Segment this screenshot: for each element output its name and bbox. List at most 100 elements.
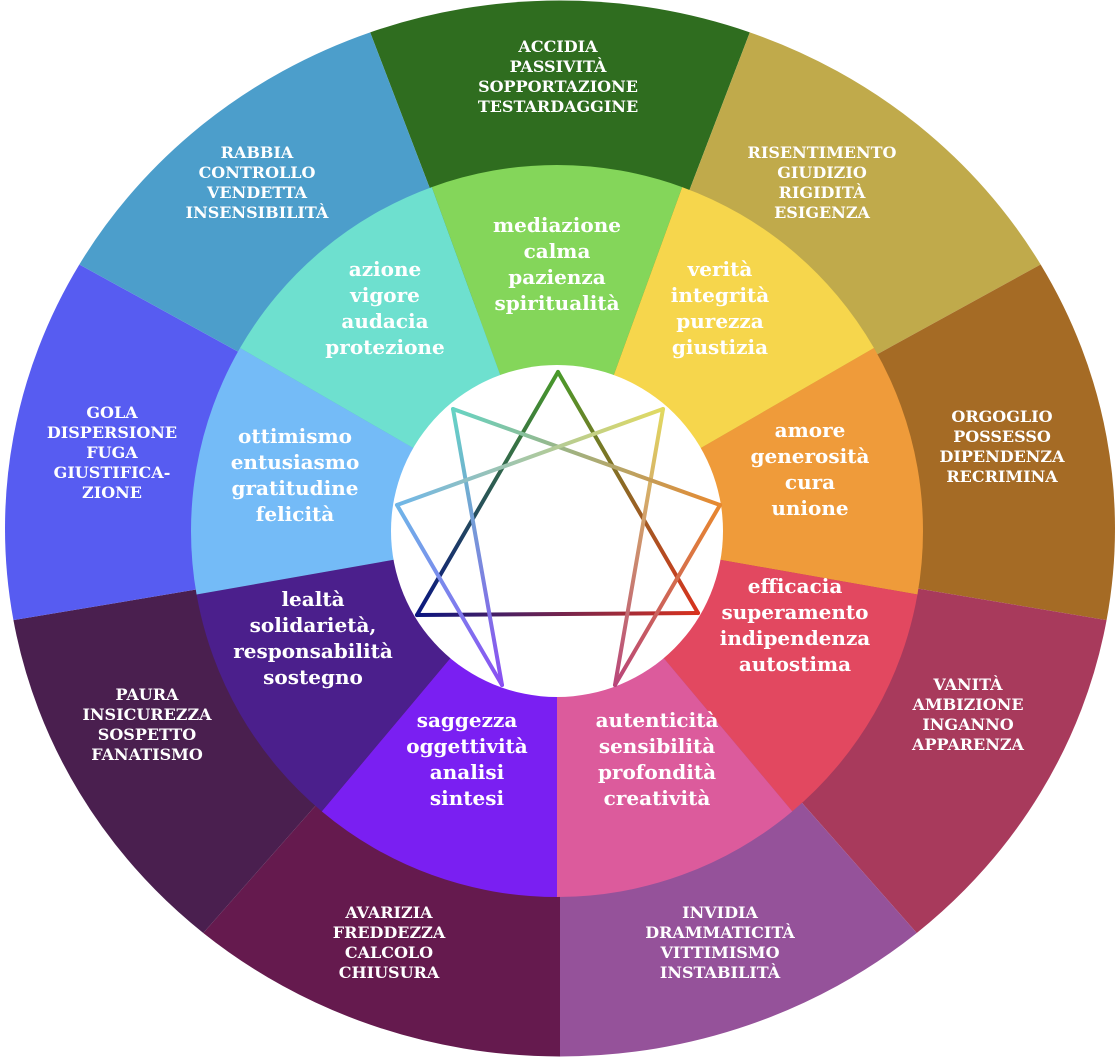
vice-label-line: POSSESSO [953,427,1051,446]
vice-label-line: FUGA [86,443,138,462]
virtue-label-line: azione [349,257,422,281]
virtue-label-line: protezione [325,335,444,359]
virtue-label-line: calma [524,239,591,263]
vice-label-line: VITTIMISMO [659,943,779,962]
vice-label-line: ESIGENZA [774,203,870,222]
vice-label-line: GIUDIZIO [777,163,867,182]
enneagram-line [556,370,700,615]
virtue-label-line: sintesi [430,786,505,810]
virtue-label-line: indipendenza [720,626,871,650]
vice-label-line: ZIONE [82,483,142,502]
vice-label-line: PASSIVITÀ [510,56,607,76]
virtue-label-line: unione [771,496,848,520]
virtue-label-line: entusiasmo [231,450,360,474]
vice-label-line: SOSPETTO [98,725,197,744]
inner-sector [431,164,683,531]
vice-label-line: TESTARDAGGINE [478,97,638,116]
vice-label-line: CALCOLO [345,943,433,962]
enneagram-figure [395,370,722,687]
vice-label-line: CONTROLLO [199,163,316,182]
virtue-label-line: creatività [604,786,711,810]
virtue-label-line: sostegno [263,665,363,689]
enneagram-line [395,407,665,507]
virtue-label-line: generosità [751,444,870,468]
vice-label-line: ACCIDIA [517,37,598,56]
virtue-label-line: spiritualità [494,291,619,315]
vice-label-line: RABBIA [221,143,294,162]
virtue-label-line: profondità [598,760,716,784]
enneagram-line [451,407,722,507]
virtue-label-line: ottimismo [238,424,352,448]
vice-label-line: VENDETTA [206,183,308,202]
vice-label-line: AVARIZIA [344,903,433,922]
virtue-label-line: saggezza [417,708,518,732]
virtue-label-line: integrità [671,283,769,307]
virtue-label-line: solidarietà, [250,613,377,637]
vice-label-line: DRAMMATICITÀ [645,922,795,942]
virtue-label-line: gratitudine [232,476,359,500]
virtue-label-line: felicità [256,502,335,526]
virtue-label-line: pazienza [508,265,606,289]
enneagram-line [613,407,665,687]
virtue-label-line: mediazione [493,213,621,237]
vice-label-line: DIPENDENZA [940,447,1066,466]
vice-label-line: INVIDIA [682,903,758,922]
virtue-label-line: amore [775,418,846,442]
virtue-label-line: analisi [430,760,505,784]
virtue-label-line: oggettività [406,734,528,758]
vice-label-line: FANATISMO [91,745,203,764]
vice-label-line: INSTABILITÀ [660,962,781,982]
vice-label-line: AMBIZIONE [911,695,1023,714]
virtue-label-line: verità [687,257,753,281]
vice-label-line: INGANNO [922,715,1013,734]
vice-label-line: INSENSIBILITÀ [186,202,329,222]
vice-label-line: GOLA [86,403,138,422]
vice-label-line: RECRIMINA [946,467,1058,486]
virtue-label-line: audacia [341,309,428,333]
virtue-label-line: cura [785,470,835,494]
vice-label-line: PAURA [116,685,180,704]
vice-label-line: VANITÀ [932,674,1003,694]
virtue-label-line: purezza [676,309,764,333]
enneagram-line [415,370,560,617]
vice-label-line: ORGOGLIO [951,407,1052,426]
vice-label-line: RIGIDITÀ [779,182,866,202]
vice-label-line: SOPPORTAZIONE [478,77,638,96]
enneagram-line [451,407,504,687]
virtue-label-line: efficacia [748,574,843,598]
vice-label-line: CHIUSURA [339,963,440,982]
vice-label-line: DISPERSIONE [47,423,177,442]
virtue-label-line: superamento [721,600,868,624]
virtue-label-line: responsabilità [233,639,393,663]
vice-label-line: INSICUREZZA [82,705,212,724]
virtue-label-line: sensibilità [599,734,715,758]
virtue-label-line: lealtà [281,587,344,611]
virtue-label-line: vigore [349,283,420,307]
virtue-label-line: giustizia [672,335,768,359]
vice-label-line: FREDDEZZA [333,923,446,942]
enneagram-line [415,611,700,617]
vice-label-line: RISENTIMENTO [748,143,897,162]
enneagram-line [395,503,504,687]
